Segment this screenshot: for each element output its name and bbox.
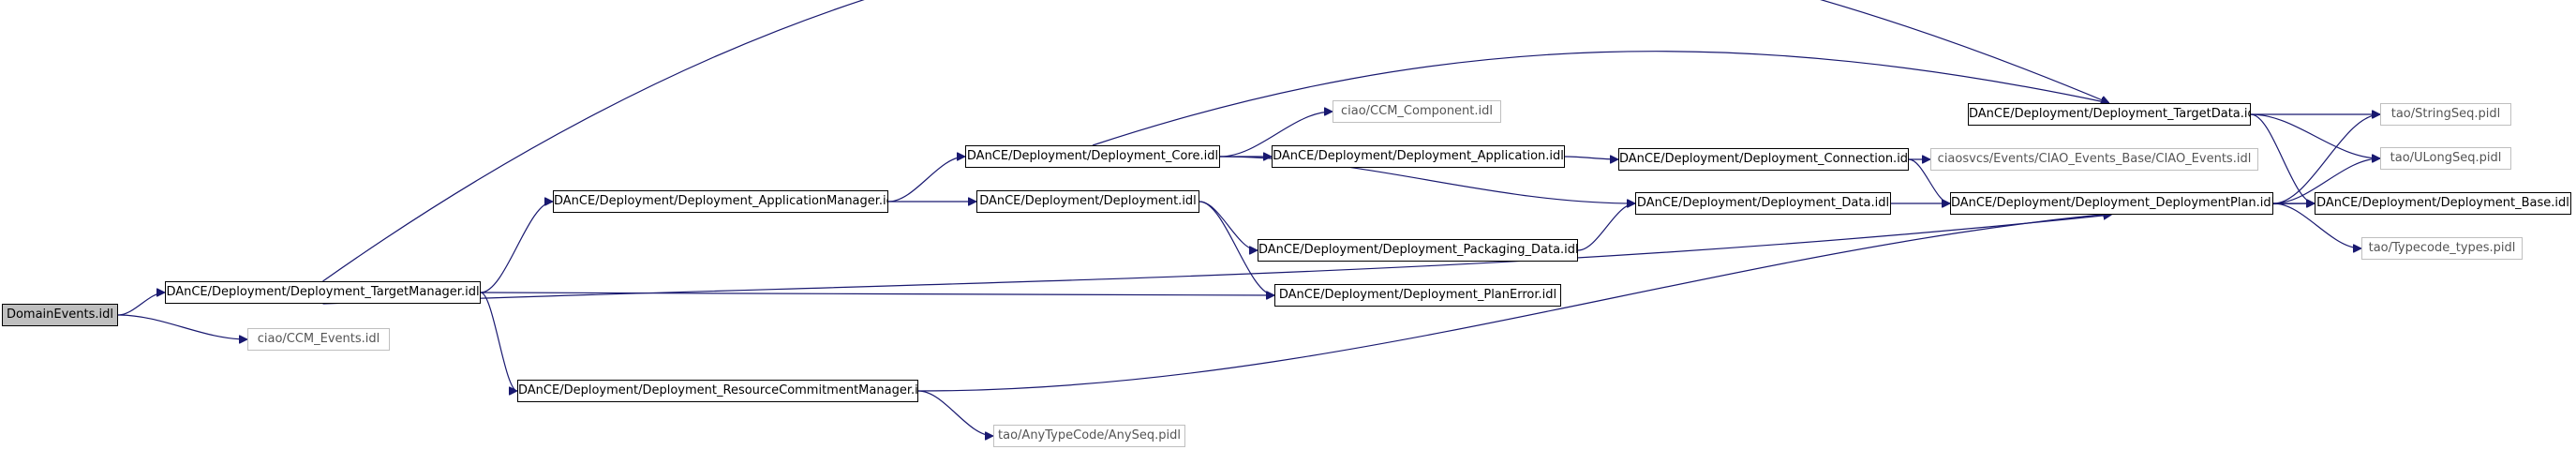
node-deployment-target-manager[interactable]: DAnCE/Deployment/Deployment_TargetManage… (165, 281, 481, 304)
node-deployment-connection[interactable]: DAnCE/Deployment/Deployment_Connection.i… (1618, 148, 1909, 171)
node-ccm-component[interactable]: ciao/CCM_Component.idl (1333, 100, 1501, 123)
node-deployment-core[interactable]: DAnCE/Deployment/Deployment_Core.idl (965, 145, 1220, 168)
edge-application-to-connection (1564, 157, 1618, 159)
node-ciao-events[interactable]: ciaosvcs/Events/CIAO_Events_Base/CIAO_Ev… (1930, 148, 2258, 171)
edge-deployment-plan-to-ulong-seq (2272, 158, 2380, 204)
node-deployment[interactable]: DAnCE/Deployment/Deployment.idl (976, 190, 1199, 213)
edge-target-manager-to-application-manager (480, 202, 554, 293)
edge-deployment-plan-to-string-seq (2272, 114, 2380, 204)
edge-deployment-plan-to-typecode-types (2272, 202, 2361, 248)
node-deployment-resource-commitment-manager[interactable]: DAnCE/Deployment/Deployment_ResourceComm… (517, 380, 918, 402)
node-typecode-types[interactable]: tao/Typecode_types.pidl (2361, 237, 2523, 260)
node-domain-events[interactable]: DomainEvents.idl (2, 304, 118, 326)
node-ulong-seq[interactable]: tao/ULongSeq.pidl (2380, 147, 2511, 170)
node-deployment-deployment-plan[interactable]: DAnCE/Deployment/Deployment_DeploymentPl… (1950, 192, 2273, 215)
edge-core-to-ccm-component (1219, 112, 1333, 158)
edge-deployment-to-plan-error (1199, 201, 1275, 295)
edge-domain-events-to-target-manager (117, 292, 166, 316)
edge-application-manager-to-core (887, 157, 965, 202)
node-deployment-packaging-data[interactable]: DAnCE/Deployment/Deployment_Packaging_Da… (1258, 239, 1578, 262)
edge-target-manager-to-resource-commitment-manager (480, 292, 518, 391)
edge-target-data-to-base (2250, 113, 2315, 203)
node-deployment-data[interactable]: DAnCE/Deployment/Deployment_Data.idl (1635, 192, 1891, 215)
node-deployment-application[interactable]: DAnCE/Deployment/Deployment_Application.… (1272, 145, 1565, 168)
edge-target-manager-to-deployment-plan (322, 215, 2112, 305)
node-deployment-base[interactable]: DAnCE/Deployment/Deployment_Base.idl (2315, 192, 2571, 215)
edge-resource-commitment-manager-to-any-seq (917, 390, 993, 436)
edge-core-to-target-data (1092, 51, 2109, 146)
edge-packaging-data-to-data (1577, 203, 1636, 251)
node-deployment-application-manager[interactable]: DAnCE/Deployment/Deployment_ApplicationM… (553, 190, 888, 213)
node-string-seq[interactable]: tao/StringSeq.pidl (2380, 103, 2511, 126)
edge-resource-commitment-manager-to-base (917, 203, 2315, 392)
node-any-seq[interactable]: tao/AnyTypeCode/AnySeq.pidl (993, 425, 1185, 447)
node-ccm-events[interactable]: ciao/CCM_Events.idl (247, 328, 390, 351)
node-deployment-target-data[interactable]: DAnCE/Deployment/Deployment_TargetData.i… (1968, 103, 2251, 126)
edge-target-manager-to-plan-error (480, 292, 1274, 295)
edge-domain-events-to-ccm-events (117, 314, 247, 339)
node-deployment-plan-error[interactable]: DAnCE/Deployment/Deployment_PlanError.id… (1274, 284, 1561, 307)
edge-target-manager-to-target-data (322, 0, 2110, 282)
edge-deployment-to-packaging-data (1199, 201, 1258, 250)
edge-target-data-to-ulong-seq (2250, 113, 2380, 158)
